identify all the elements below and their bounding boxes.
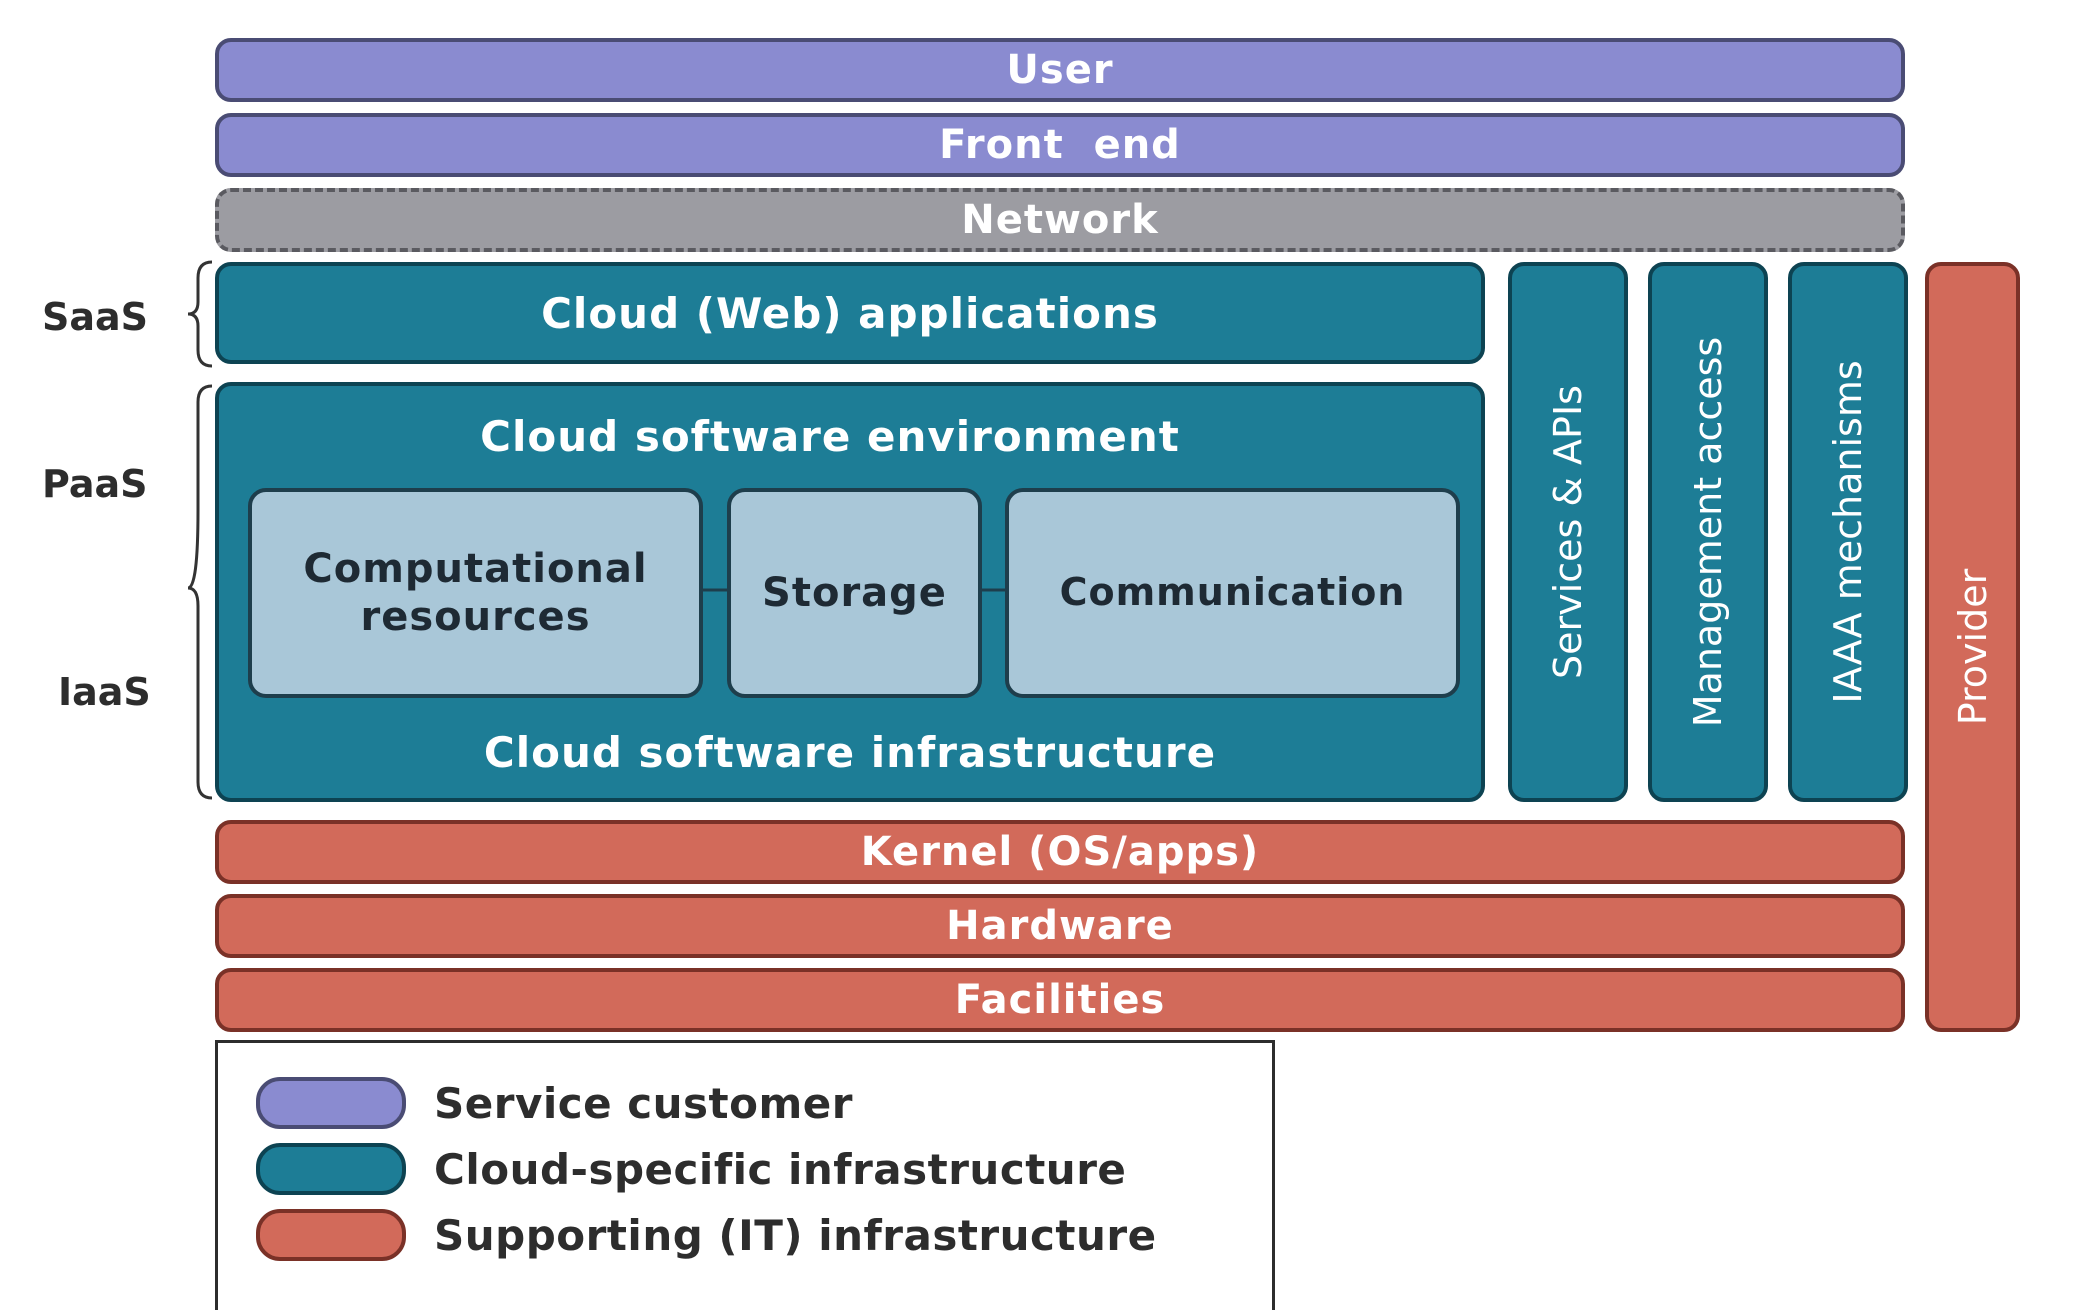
hardware-layer-label: Hardware xyxy=(946,903,1174,949)
services-apis-column: Services & APIs xyxy=(1508,262,1628,802)
cloud-software-environment-label: Cloud software environment xyxy=(480,412,1180,461)
hardware-layer: Hardware xyxy=(215,894,1905,958)
provider-column: Provider xyxy=(1925,262,2020,1032)
layer-braces xyxy=(187,260,213,800)
iaas-label: IaaS xyxy=(58,670,151,714)
legend-swatch-cloud-specific xyxy=(256,1143,406,1195)
management-access-label: Management access xyxy=(1686,336,1730,728)
computational-resources-label-line1: Computational xyxy=(303,546,648,592)
storage-box: Storage xyxy=(727,488,982,698)
communication-label: Communication xyxy=(1059,570,1406,615)
legend-item-cloud-specific: Cloud-specific infrastructure xyxy=(256,1143,1126,1195)
cloud-web-applications-label: Cloud (Web) applications xyxy=(541,288,1159,338)
paas-label: PaaS xyxy=(42,462,148,506)
provider-label: Provider xyxy=(1950,568,1995,726)
iaaa-mechanisms-label: IAAA mechanisms xyxy=(1826,360,1870,704)
legend-swatch-supporting-it xyxy=(256,1209,406,1261)
legend-swatch-service-customer xyxy=(256,1077,406,1129)
iaaa-mechanisms-column: IAAA mechanisms xyxy=(1788,262,1908,802)
front-end-layer-label: Front end xyxy=(939,122,1181,168)
component-connectors xyxy=(700,588,1008,592)
front-end-layer: Front end xyxy=(215,113,1905,177)
computational-resources-label-line2: resources xyxy=(360,594,591,640)
legend-item-service-customer: Service customer xyxy=(256,1077,853,1129)
cloud-software-infrastructure-label: Cloud software infrastructure xyxy=(483,728,1217,777)
computational-resources-box: Computational resources xyxy=(248,488,703,698)
legend-item-supporting-it: Supporting (IT) infrastructure xyxy=(256,1209,1157,1261)
management-access-column: Management access xyxy=(1648,262,1768,802)
network-layer-label: Network xyxy=(961,197,1159,243)
communication-box: Communication xyxy=(1005,488,1460,698)
paas-brace xyxy=(187,384,213,800)
services-apis-label: Services & APIs xyxy=(1546,385,1590,679)
legend: Service customer Cloud-specific infrastr… xyxy=(215,1040,1275,1310)
user-layer-label: User xyxy=(1006,47,1114,93)
user-layer: User xyxy=(215,38,1905,102)
legend-label-supporting-it: Supporting (IT) infrastructure xyxy=(434,1210,1157,1260)
legend-label-cloud-specific: Cloud-specific infrastructure xyxy=(434,1144,1127,1194)
cloud-web-applications-layer: Cloud (Web) applications xyxy=(215,262,1485,364)
facilities-layer-label: Facilities xyxy=(954,977,1166,1023)
facilities-layer: Facilities xyxy=(215,968,1905,1032)
kernel-layer-label: Kernel (OS/apps) xyxy=(860,829,1260,875)
saas-brace xyxy=(187,260,213,368)
storage-label: Storage xyxy=(762,570,947,616)
kernel-layer: Kernel (OS/apps) xyxy=(215,820,1905,884)
legend-label-service-customer: Service customer xyxy=(434,1078,853,1128)
saas-label: SaaS xyxy=(42,295,149,339)
network-layer: Network xyxy=(215,188,1905,252)
